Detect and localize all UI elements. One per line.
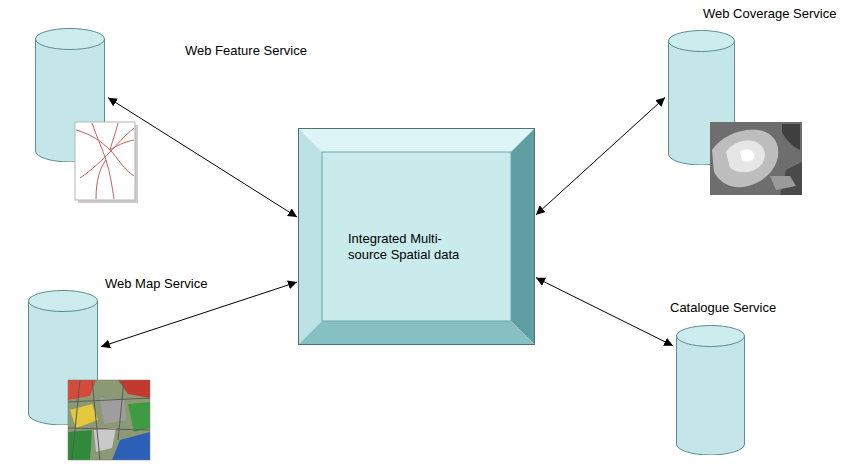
integration-box: Integrated Multi-source Spatial data — [298, 128, 535, 345]
database-cylinder — [35, 28, 105, 162]
double-arrow — [536, 278, 673, 346]
database-cylinder — [28, 290, 98, 425]
double-arrow — [108, 98, 297, 217]
service-database: Web Feature Service — [35, 28, 105, 162]
service-database: Web Coverage Service — [668, 30, 735, 165]
service-label: Catalogue Service — [670, 300, 776, 316]
vector-thumbnail — [75, 122, 138, 203]
service-database: Web Map Service — [28, 290, 98, 425]
raster-thumbnail — [710, 122, 802, 195]
service-label: Web Coverage Service — [703, 6, 836, 22]
double-arrow — [101, 282, 297, 347]
service-database: Catalogue Service — [676, 325, 745, 455]
service-label: Web Feature Service — [185, 43, 307, 59]
database-cylinder — [668, 30, 735, 165]
double-arrow — [536, 98, 665, 215]
service-label: Web Map Service — [105, 276, 207, 292]
box-text: Integrated Multi-source Spatial data — [348, 231, 478, 263]
database-cylinder — [676, 325, 745, 455]
map-thumbnail — [68, 380, 150, 460]
